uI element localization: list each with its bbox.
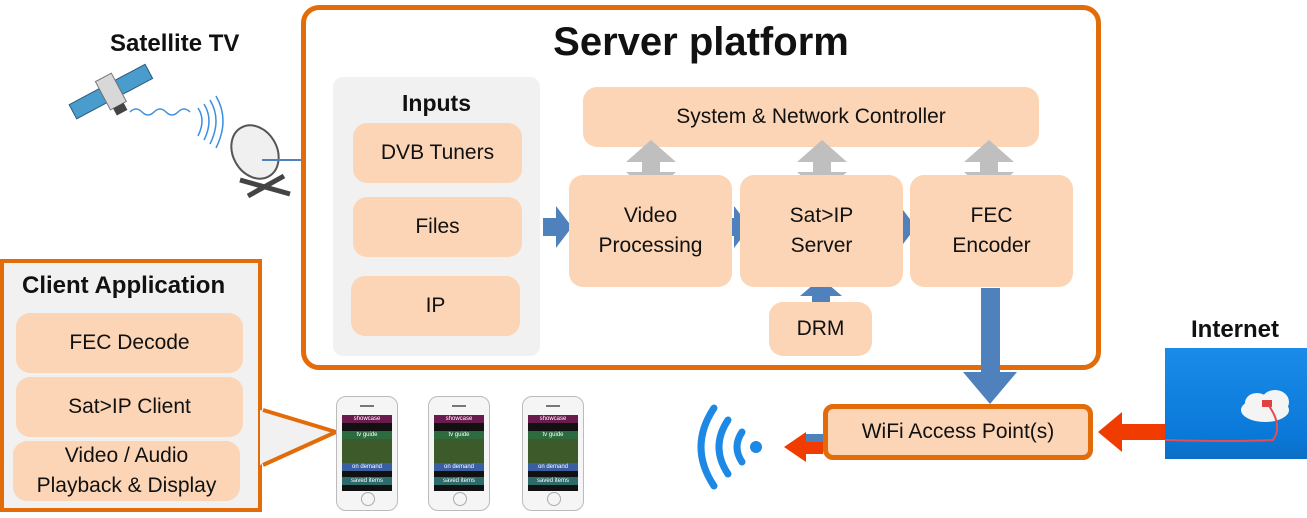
server-platform-title: Server platform <box>553 20 849 64</box>
input-ip[interactable]: IP <box>351 276 520 336</box>
phone-3: showcase tv guide on demand saved items <box>522 396 584 511</box>
client-fec-decode[interactable]: FEC Decode <box>16 313 243 373</box>
input-dvb-tuners[interactable]: DVB Tuners <box>353 123 522 183</box>
satip-server-line2: Server <box>790 234 853 257</box>
arrow-video-to-satip <box>722 206 750 248</box>
phone-screen: showcase tv guide on demand saved items <box>528 415 578 491</box>
fec-encoder[interactable]: FEC Encoder <box>910 175 1073 287</box>
band-on-demand: on demand <box>342 463 392 471</box>
band-saved-items: saved items <box>342 477 392 485</box>
arrow-internet-to-wifi <box>1098 412 1165 452</box>
cloud-cable-icon <box>1165 390 1289 442</box>
band-saved-items: saved items <box>434 477 484 485</box>
internet-cloud-image <box>1165 348 1307 459</box>
video-processing-line2: Processing <box>598 234 703 257</box>
fec-encoder-line2: Encoder <box>952 234 1031 257</box>
wifi-access-point[interactable]: WiFi Access Point(s) <box>823 404 1093 460</box>
band-showcase: showcase <box>342 415 392 423</box>
arrow-drm-to-satip <box>800 278 842 308</box>
band-showcase: showcase <box>528 415 578 423</box>
drm-box[interactable]: DRM <box>769 302 872 356</box>
arrow-inputs-to-video <box>543 206 572 248</box>
home-button <box>453 492 467 506</box>
wifi-signal-icon <box>697 404 762 490</box>
signal-waves-icon <box>129 95 224 149</box>
phone-thumbs <box>342 439 392 463</box>
playback-line1: Video / Audio <box>64 444 189 467</box>
satip-server[interactable]: Sat>IP Server <box>740 175 903 287</box>
band-on-demand: on demand <box>528 463 578 471</box>
phone-screen: showcase tv guide on demand saved items <box>342 415 392 491</box>
satellite-dish-icon <box>230 124 291 199</box>
satellite-icon <box>68 63 154 120</box>
system-network-controller[interactable]: System & Network Controller <box>583 87 1039 147</box>
phone-speaker <box>360 405 374 407</box>
input-files[interactable]: Files <box>353 197 522 257</box>
phone-screen: showcase tv guide on demand saved items <box>434 415 484 491</box>
band-tv-guide: tv guide <box>434 431 484 439</box>
band-showcase: showcase <box>434 415 484 423</box>
fec-encoder-line1: FEC <box>970 204 1013 227</box>
playback-line2: Playback & Display <box>36 474 217 497</box>
band-on-demand: on demand <box>434 463 484 471</box>
phone-thumbs <box>434 439 484 463</box>
band-tv-guide: tv guide <box>528 431 578 439</box>
phone-1: showcase tv guide on demand saved items <box>336 396 398 511</box>
arrow-fec-to-wifi <box>963 288 1017 404</box>
client-application-title: Client Application <box>22 272 226 299</box>
phone-2: showcase tv guide on demand saved items <box>428 396 490 511</box>
video-processing-line1: Video <box>623 204 678 227</box>
arrow-wifi-to-devices <box>784 432 823 462</box>
client-satip-client[interactable]: Sat>IP Client <box>16 377 243 437</box>
phone-speaker <box>452 405 466 407</box>
phone-speaker <box>546 405 560 407</box>
home-button <box>361 492 375 506</box>
phone-thumbs <box>528 439 578 463</box>
internet-title: Internet <box>1191 316 1280 343</box>
satellite-tv-title: Satellite TV <box>110 30 240 57</box>
band-tv-guide: tv guide <box>342 431 392 439</box>
home-button <box>547 492 561 506</box>
satip-server-line1: Sat>IP <box>789 204 854 227</box>
inputs-title: Inputs <box>402 90 471 116</box>
band-saved-items: saved items <box>528 477 578 485</box>
